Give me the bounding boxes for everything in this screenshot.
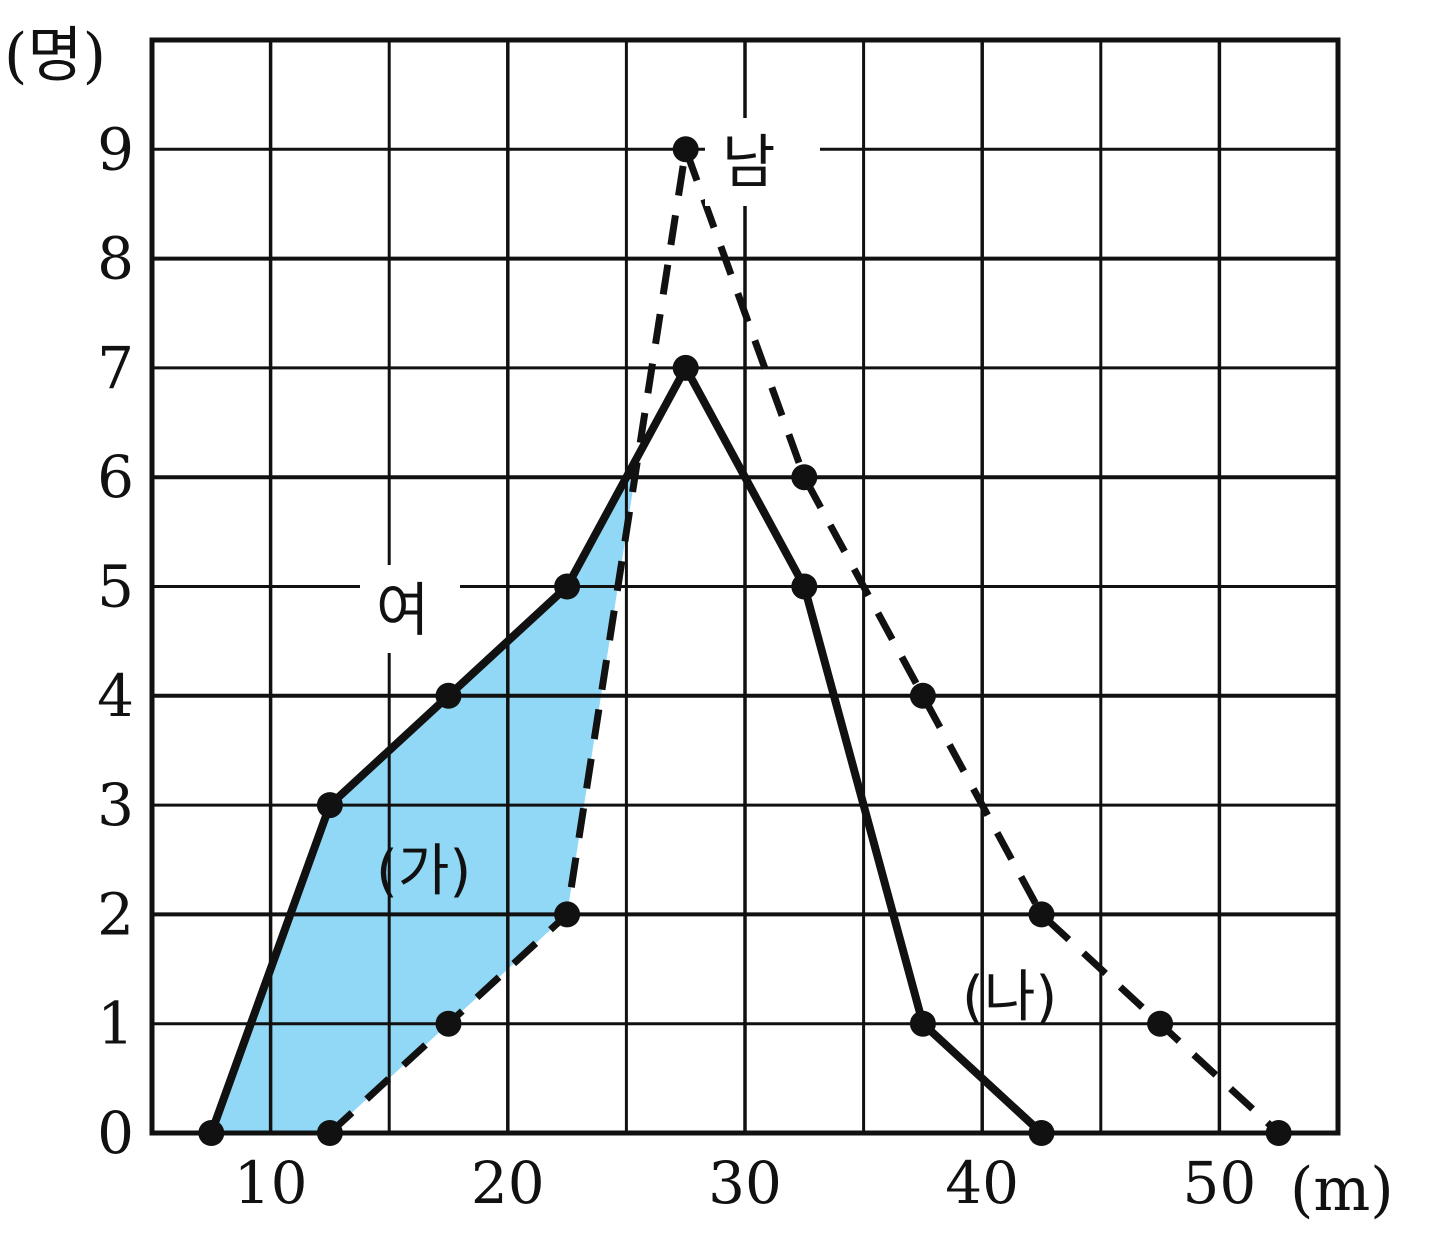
series-lines: [207, 145, 1282, 1136]
data-point-male: [909, 682, 936, 709]
data-point-male: [554, 901, 581, 928]
x-tick-label: 50: [1182, 1149, 1256, 1217]
y-tick-label: 3: [97, 771, 134, 839]
data-point-female: [198, 1120, 225, 1146]
y-tick-label: 2: [97, 880, 134, 948]
data-point-male: [672, 136, 699, 163]
y-tick-label: 9: [97, 115, 134, 183]
series-label-background: [360, 565, 460, 653]
data-point-female: [791, 573, 818, 600]
data-point-female: [554, 573, 581, 600]
x-axis-unit-label: (m): [1290, 1155, 1394, 1225]
data-point-male: [1265, 1120, 1292, 1146]
x-tick-label: 30: [708, 1149, 782, 1217]
x-tick-label: 10: [234, 1149, 308, 1217]
data-points: [198, 136, 1292, 1146]
y-tick-label: 8: [97, 225, 134, 293]
y-tick-label: 4: [97, 662, 134, 730]
data-point-male: [1147, 1010, 1174, 1037]
y-tick-label: 1: [97, 990, 134, 1058]
tick-labels: 0 1 2 3 4 5 6 7 8 9 10 20 30 40 50: [97, 115, 1256, 1217]
series-label-male: 남: [722, 128, 775, 196]
y-tick-label: 0: [97, 1099, 134, 1167]
region-label-ga: (가): [376, 839, 471, 904]
data-point-male: [435, 1010, 462, 1037]
data-point-male: [316, 1120, 343, 1146]
region-label-na: (나): [962, 965, 1057, 1030]
data-point-female: [909, 1010, 936, 1037]
x-tick-label: 40: [945, 1149, 1019, 1217]
data-point-female: [316, 792, 343, 819]
series-line-male: [327, 145, 1282, 1136]
region-fill-ga: [211, 455, 639, 1134]
data-point-female: [1028, 1120, 1055, 1146]
data-point-male: [791, 464, 818, 491]
y-axis-unit-label: (명): [4, 21, 106, 91]
y-tick-label: 6: [97, 443, 134, 511]
series-label-background: [705, 118, 820, 206]
data-point-female: [672, 354, 699, 381]
series-label-female: 여: [376, 576, 429, 644]
y-tick-label: 5: [97, 553, 134, 621]
data-point-female: [435, 682, 462, 709]
y-tick-label: 7: [97, 334, 134, 402]
data-point-male: [1028, 901, 1055, 928]
plot-frame: [149, 37, 1341, 1136]
series-line-female: [207, 363, 1045, 1136]
x-tick-label: 20: [471, 1149, 545, 1217]
shaded-regions: [211, 455, 639, 1134]
